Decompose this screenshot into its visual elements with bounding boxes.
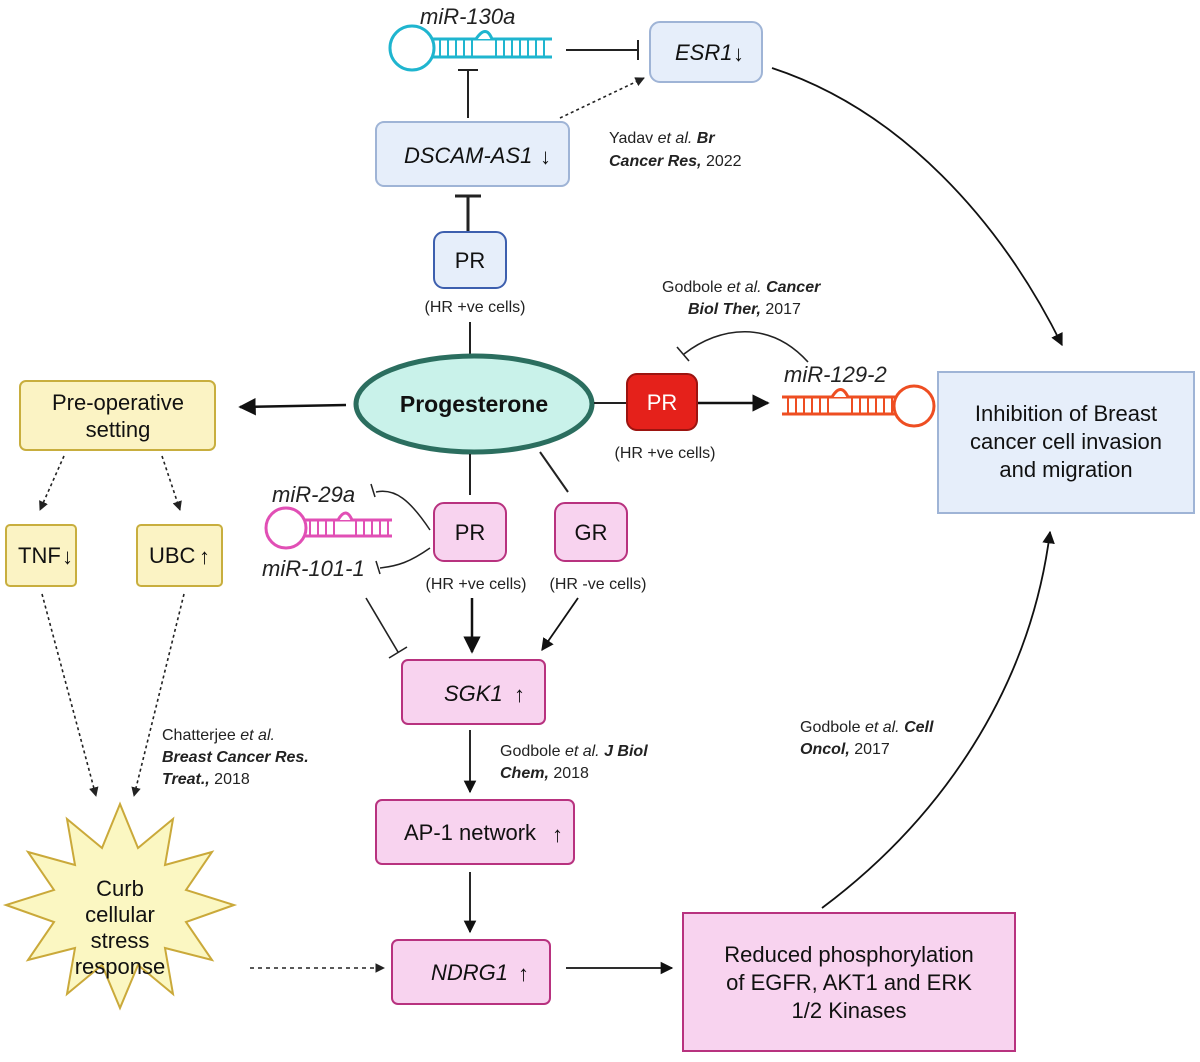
preop-box — [19, 380, 216, 451]
citation-yadav-2: Cancer Res, 2022 — [609, 153, 742, 170]
sgk1-label: SGK1 — [444, 681, 503, 706]
curb-starburst — [2, 801, 238, 1011]
mir130a-label: miR-130a — [420, 4, 515, 29]
curb-line-4: response — [75, 954, 166, 979]
dotted-preop-tnf — [39, 455, 65, 511]
sgk1-up-arrow: ↑ — [514, 682, 525, 707]
mir29a-hairpin — [264, 506, 392, 550]
inhibition-line-1: Inhibition of Breast — [975, 401, 1157, 426]
inhibit-pr-dscam — [455, 194, 481, 232]
pr-red-label: PR — [647, 390, 678, 415]
ndrg1-up-arrow: ↑ — [518, 961, 529, 986]
pr-red-cells: (HR +ve cells) — [615, 445, 716, 462]
citation-chatterjee-3: Treat., 2018 — [162, 771, 250, 788]
inhibit-dscam-mir130a — [458, 69, 478, 118]
tnf-down-arrow: ↓ — [62, 544, 73, 569]
esr1-down-arrow: ↓ — [733, 41, 744, 66]
mir129-label: miR-129-2 — [784, 362, 887, 387]
citation-godbole-jbc-2: Chem, 2018 — [500, 765, 589, 782]
sgk1-box — [401, 659, 546, 725]
mir29a-label: miR-29a — [272, 482, 355, 507]
link-prog-gr — [539, 451, 569, 493]
tnf-label: TNF — [18, 543, 61, 568]
arrow-reduced-inhibition — [821, 530, 1055, 909]
inhibition-line-3: and migration — [999, 457, 1132, 482]
ubc-box — [136, 524, 223, 587]
ap1-up-arrow: ↑ — [552, 822, 563, 847]
curb-line-3: stress — [91, 928, 150, 953]
pr-red-box — [626, 373, 698, 431]
progesterone-node — [353, 353, 595, 455]
mir129-hairpin — [782, 384, 936, 428]
dscam-box — [375, 121, 570, 187]
ubc-up-arrow: ↑ — [199, 544, 210, 569]
curb-line-2: cellular — [85, 902, 155, 927]
gr-label: GR — [575, 520, 608, 545]
citation-yadav: Yadav et al. Br — [609, 130, 715, 147]
dscam-label: DSCAM-AS1 — [404, 143, 532, 168]
pr-top-box — [433, 231, 507, 289]
ap1-box — [375, 799, 575, 865]
mir101-label: miR-101-1 — [262, 556, 365, 581]
arrow-esr1-inhibition — [771, 67, 1063, 347]
tnf-box — [5, 524, 77, 587]
progesterone-label: Progesterone — [400, 391, 548, 417]
reduced-box — [682, 912, 1016, 1052]
gr-cells: (HR -ve cells) — [550, 576, 647, 593]
ndrg1-label: NDRG1 — [431, 960, 508, 985]
arrow-prog-preop — [238, 397, 347, 416]
citation-godbole-co-2: Oncol, 2017 — [800, 741, 890, 758]
inhibit-mir101-sgk1 — [365, 597, 408, 659]
arrow-gr-sgk1 — [541, 597, 579, 652]
dotted-ubc-curb — [131, 593, 185, 797]
pr-top-cells: (HR +ve cells) — [425, 299, 526, 316]
inhibit-mir130a-esr1 — [566, 40, 639, 60]
inhibition-line-2: cancer cell invasion — [970, 429, 1162, 454]
pr-mid-cells: (HR +ve cells) — [426, 576, 527, 593]
citation-chatterjee-2: Breast Cancer Res. — [162, 749, 309, 766]
mir130a-hairpin — [388, 24, 552, 72]
dscam-down-arrow: ↓ — [540, 144, 551, 169]
inhibit-pr-mir29a — [370, 483, 431, 531]
reduced-line-2: of EGFR, AKT1 and ERK — [726, 970, 972, 995]
citation-godbole-cbt-2: Biol Ther, 2017 — [688, 301, 801, 318]
curb-line-1: Curb — [96, 876, 144, 901]
citation-godbole-co: Godbole et al. Cell — [800, 719, 934, 736]
pr-mid-box — [433, 502, 507, 562]
esr1-box — [649, 21, 763, 83]
preop-line-1: Pre-operative — [52, 390, 184, 415]
inhibition-box — [937, 371, 1195, 514]
dotted-tnf-curb — [41, 593, 99, 797]
reduced-line-3: 1/2 Kinases — [792, 998, 907, 1023]
ap1-label: AP-1 network — [404, 820, 537, 845]
ndrg1-box — [391, 939, 551, 1005]
citation-chatterjee: Chatterjee et al. — [162, 727, 275, 744]
gr-box — [554, 502, 628, 562]
inhibit-pr-mir101 — [375, 547, 431, 575]
dotted-preop-ubc — [161, 455, 182, 511]
dotted-dscam-esr1 — [559, 77, 645, 119]
reduced-line-1: Reduced phosphorylation — [724, 942, 974, 967]
esr1-label: ESR1 — [675, 40, 732, 65]
citation-godbole-cbt: Godbole et al. Cancer — [662, 279, 821, 296]
inhibit-mir129-pr — [676, 331, 809, 363]
pr-mid-label: PR — [455, 520, 486, 545]
ubc-label: UBC — [149, 543, 196, 568]
preop-line-2: setting — [86, 417, 151, 442]
pr-top-label: PR — [455, 248, 486, 273]
citation-godbole-jbc: Godbole et al. J Biol — [500, 743, 648, 760]
